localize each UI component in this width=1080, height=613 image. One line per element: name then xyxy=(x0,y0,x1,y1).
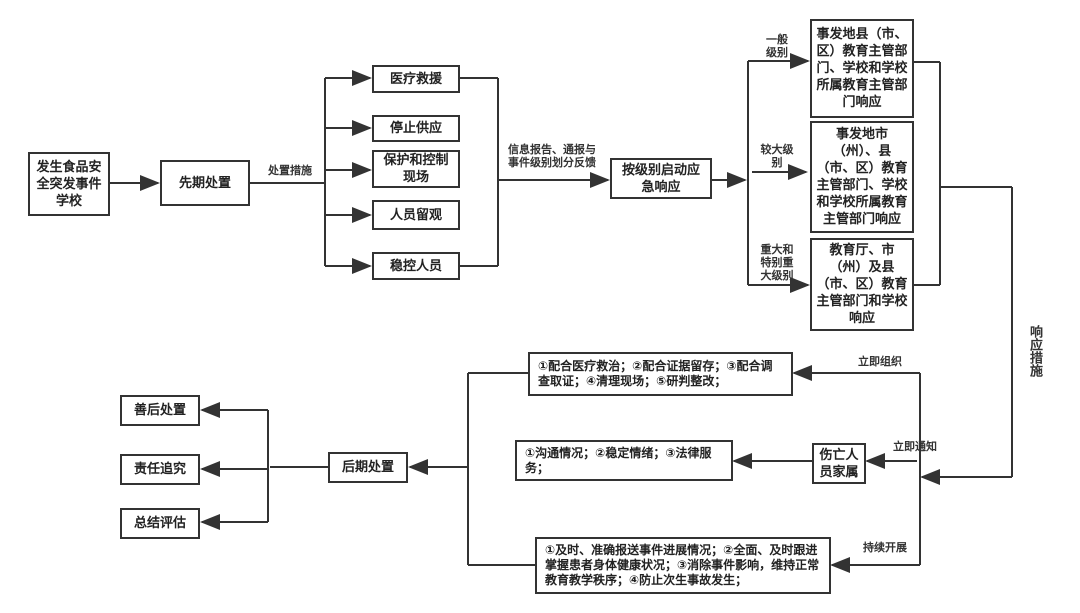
level-label: 较大级别 xyxy=(760,143,794,169)
outcome-box: 责任追究 xyxy=(120,454,200,485)
action-box: ①及时、准确报送事件进展情况；②全面、及时跟进掌握患者身体健康状况；③消除事件影… xyxy=(535,537,831,594)
measure-box: 人员留观 xyxy=(372,200,460,230)
outcome-box: 总结评估 xyxy=(120,508,200,539)
start-box: 发生食品安全突发事件学校 xyxy=(28,152,110,216)
report-label: 信息报告、通报与事件级别划分反馈 xyxy=(508,143,596,169)
measures-label: 处置措施 xyxy=(268,164,312,177)
action-box: ①配合医疗救治；②配合证据留存；③配合调查取证；④清理现场；⑤研判整改； xyxy=(528,352,793,396)
outcome-box: 善后处置 xyxy=(120,395,200,426)
action-label: 持续开展 xyxy=(863,541,907,554)
measure-box: 保护和控制现场 xyxy=(372,150,460,188)
casualty-family-box: 伤亡人员家属 xyxy=(812,443,866,484)
level-response-box: 教育厅、市（州）及县（市、区）教育主管部门和学校响应 xyxy=(810,238,914,331)
level-response-box: 事发地市（州）、县（市、区）教育主管部门、学校和学校所属教育主管部门响应 xyxy=(810,121,914,233)
initial-handling-box: 先期处置 xyxy=(160,160,250,206)
action-label: 立即组织 xyxy=(858,355,902,368)
aftermath-box: 后期处置 xyxy=(328,452,408,483)
activate-response-box: 按级别启动应急响应 xyxy=(610,158,712,199)
measure-box: 稳控人员 xyxy=(372,252,460,280)
action-box: ①沟通情况；②稳定情绪；③法律服务； xyxy=(515,440,733,481)
level-label: 一般级别 xyxy=(766,33,788,59)
level-response-box: 事发地县（市、区）教育主管部门、学校和学校所属教育主管部门响应 xyxy=(810,19,914,118)
response-measures-label: 响应措施 xyxy=(1027,325,1042,377)
level-label: 重大和特别重大级别 xyxy=(760,243,794,282)
measure-box: 医疗救援 xyxy=(372,65,460,93)
action-label: 立即通知 xyxy=(893,440,937,453)
measure-box: 停止供应 xyxy=(372,115,460,142)
